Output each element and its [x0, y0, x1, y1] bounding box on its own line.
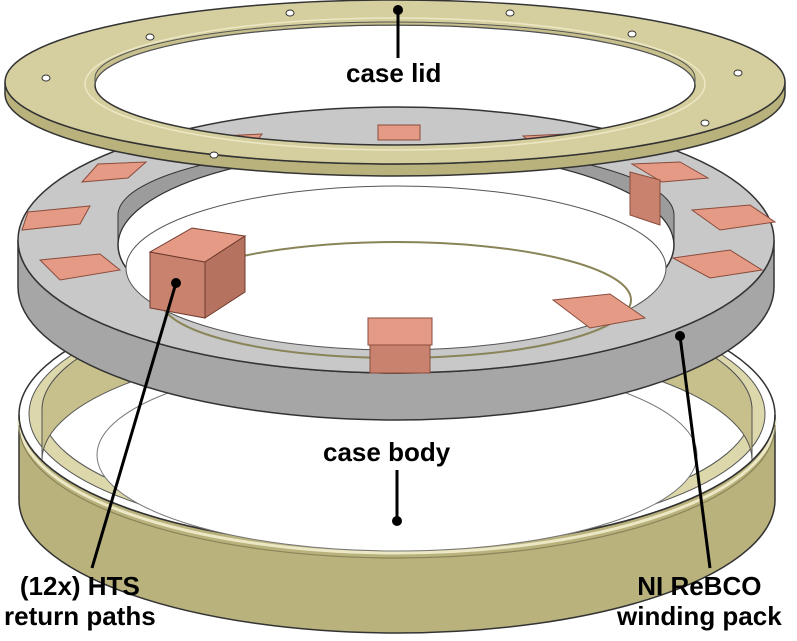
- case-lid-bolt-holes: [41, 9, 743, 159]
- leader-hts-return-paths: [90, 282, 178, 569]
- bolt-hole: [700, 119, 710, 127]
- label-hts-return-paths: (12x) HTS return paths: [4, 571, 156, 631]
- return-path-pad: [551, 293, 647, 329]
- return-path-pad: [377, 124, 421, 141]
- case-lid-inner-ridge: [84, 17, 706, 151]
- label-case-body-text: case body: [323, 437, 451, 467]
- label-hts-line1: (12x) HTS: [19, 571, 140, 601]
- case-body-rim-groove-2: [18, 424, 776, 559]
- return-path-pad: [630, 161, 710, 183]
- bolt-hole: [285, 9, 295, 17]
- winding-pack: [17, 106, 777, 421]
- return-path-strip: [369, 344, 431, 374]
- return-path-pad: [80, 161, 148, 183]
- return-path-bracket-side: [204, 235, 246, 319]
- label-case-lid-text: case lid: [346, 58, 442, 88]
- label-wp-line1: NI ReBCO: [637, 571, 762, 601]
- return-path-pad: [671, 249, 764, 279]
- bolt-hole: [41, 74, 51, 82]
- leader-dot-case-lid: [393, 5, 403, 15]
- bolt-hole: [627, 30, 637, 38]
- case-lid: [4, 0, 786, 177]
- return-path-pad: [690, 204, 777, 231]
- bolt-hole: [145, 33, 155, 41]
- return-path-pad: [367, 317, 433, 346]
- label-case-lid: case lid: [346, 58, 441, 88]
- return-path-strip: [629, 171, 661, 226]
- case-lid-inner-edge: [94, 21, 696, 86]
- leader-dot-case-body: [392, 516, 402, 526]
- return-path-pad: [21, 205, 91, 231]
- return-path-side-strips: [369, 171, 661, 374]
- case-body-rim-groove: [17, 419, 777, 555]
- bolt-hole: [209, 151, 219, 159]
- leader-dot-hts-return-paths: [171, 278, 181, 288]
- label-wp-line2: winding pack: [617, 601, 782, 631]
- leader-dot-winding-pack: [675, 331, 685, 341]
- leader-winding-pack: [678, 335, 712, 569]
- return-path-pad: [38, 253, 122, 281]
- label-hts-line2: return paths: [4, 601, 156, 631]
- label-case-body: case body: [323, 437, 450, 467]
- bolt-hole: [505, 9, 515, 17]
- label-winding-pack: NI ReBCO winding pack: [617, 571, 782, 631]
- leader-lines: [90, 5, 712, 569]
- bolt-hole: [733, 69, 743, 77]
